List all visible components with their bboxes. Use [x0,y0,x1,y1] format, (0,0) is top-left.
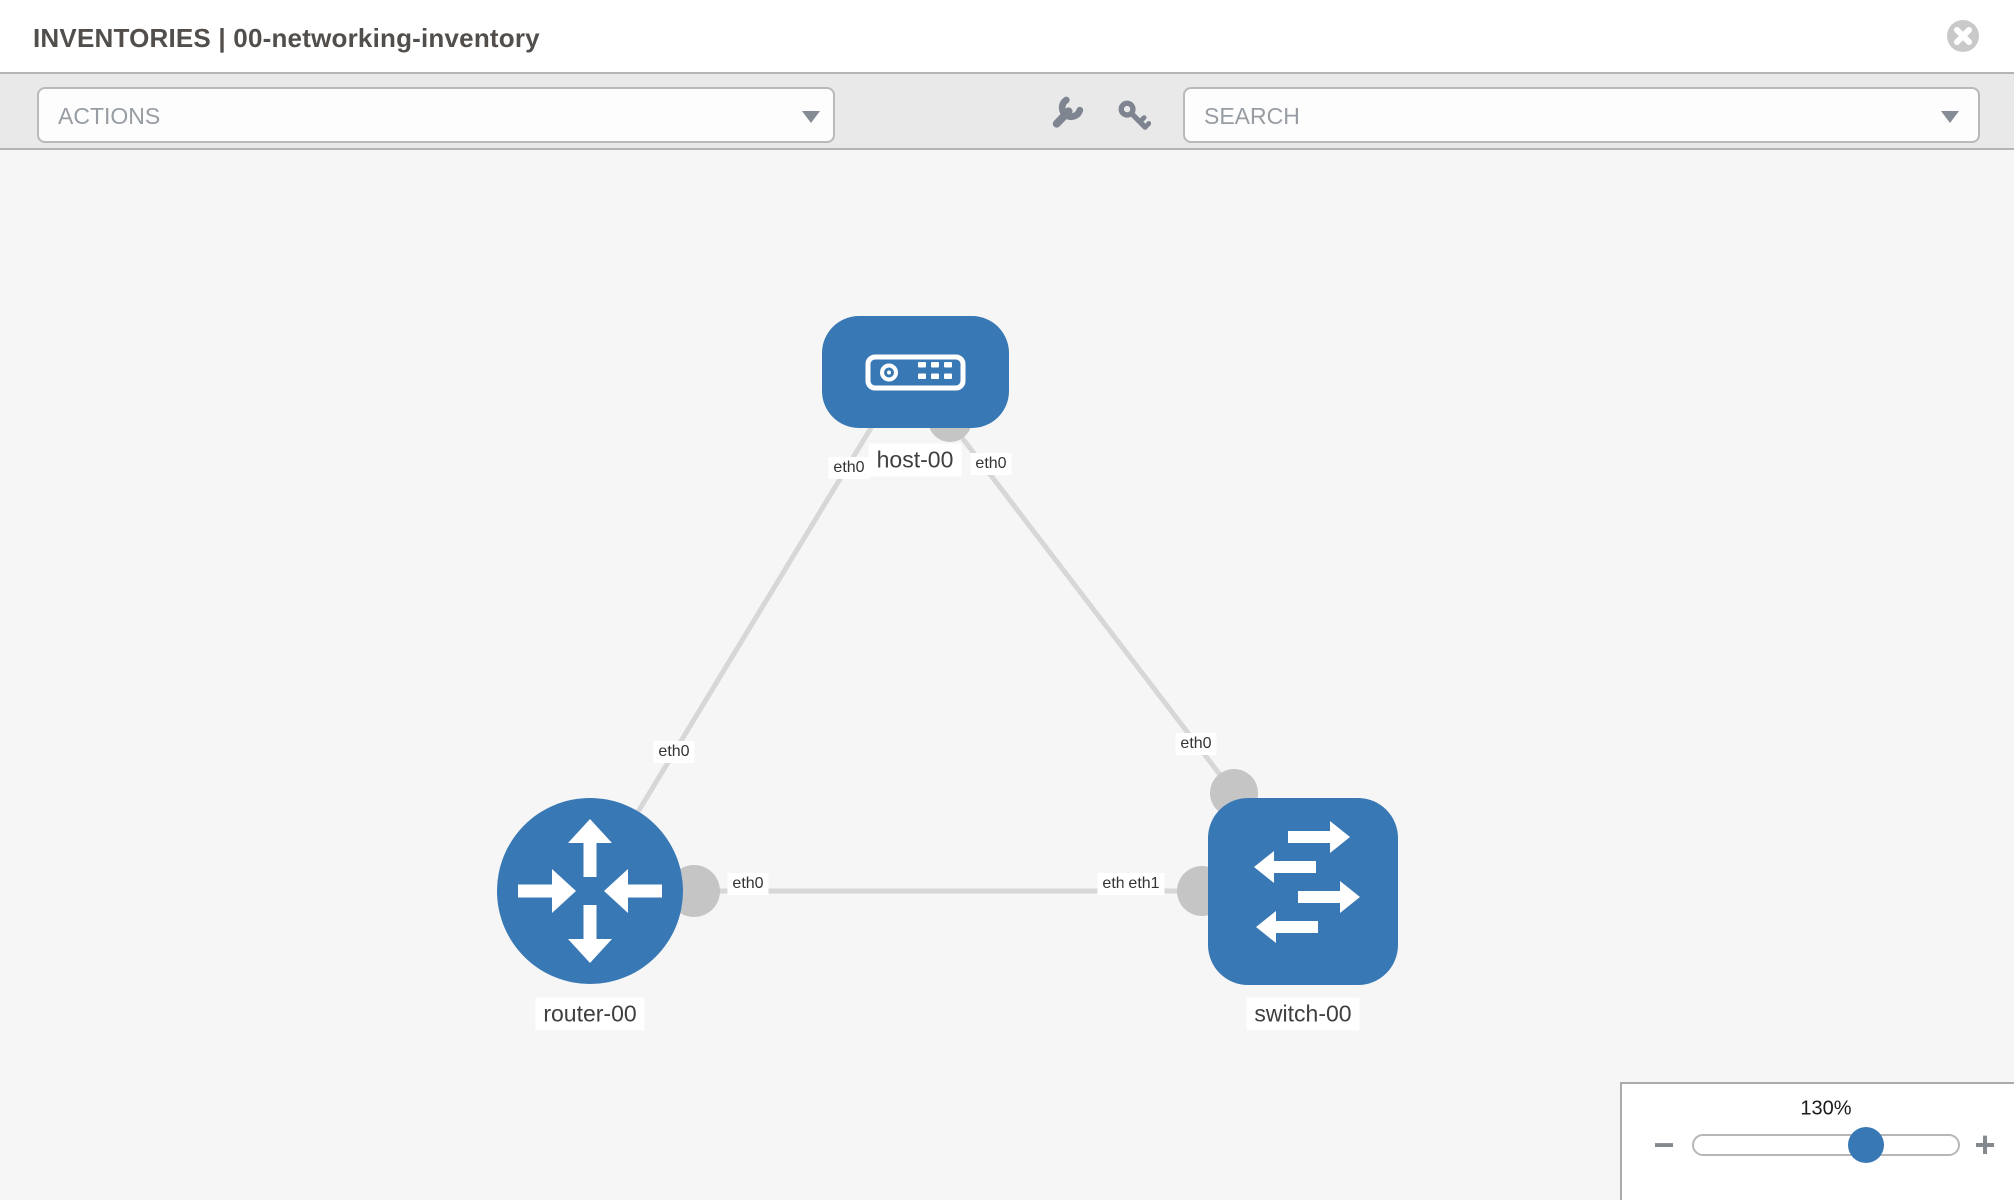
page-title: INVENTORIES | 00-networking-inventory [33,23,540,53]
chevron-down-icon [1941,111,1959,123]
link-host-switch [948,420,1236,795]
close-icon [1947,20,1979,52]
interface-label-switch-eth1: eth1 [1123,873,1165,895]
node-label-host: host-00 [868,443,962,477]
topology-canvas[interactable]: host-00 router-00 switch-00 eth0 eth0 et… [0,150,2014,1200]
search-dropdown[interactable]: SEARCH [1183,87,1980,143]
configure-button[interactable] [1050,95,1086,131]
toolbar: ACTIONS SEARCH [0,72,2014,150]
server-icon [865,354,966,391]
zoom-slider[interactable] [1692,1134,1960,1156]
wrench-icon [1052,96,1084,128]
interface-label-host-eth0-right: eth0 [970,453,1012,475]
chevron-down-icon [802,111,820,123]
credentials-button[interactable] [1117,99,1153,135]
zoom-panel: 130% − + [1620,1082,2014,1200]
router-arrows-icon [518,819,662,963]
node-switch-00[interactable] [1208,798,1398,985]
interface-label-router-eth0: eth0 [727,873,769,895]
search-dropdown-label: SEARCH [1204,103,1300,129]
zoom-level: 130% [1800,1097,1852,1120]
interface-label-switch-uplink: eth0 [1175,733,1217,755]
interface-label-host-eth0-left: eth0 [828,457,870,479]
zoom-out-button[interactable]: − [1653,1124,1675,1165]
header: INVENTORIES | 00-networking-inventory [0,0,2014,72]
node-label-switch: switch-00 [1246,997,1360,1031]
actions-dropdown[interactable]: ACTIONS [37,87,835,143]
zoom-slider-knob[interactable] [1848,1127,1884,1163]
close-button[interactable] [1946,19,1980,53]
zoom-in-button[interactable]: + [1974,1124,1996,1165]
key-icon [1118,100,1152,130]
node-host-00[interactable] [822,316,1009,428]
node-label-router: router-00 [535,997,645,1031]
actions-dropdown-label: ACTIONS [58,103,161,129]
switch-arrows-icon [1254,821,1360,943]
interface-label-router-uplink: eth0 [653,741,695,763]
node-router-00[interactable] [497,798,683,984]
